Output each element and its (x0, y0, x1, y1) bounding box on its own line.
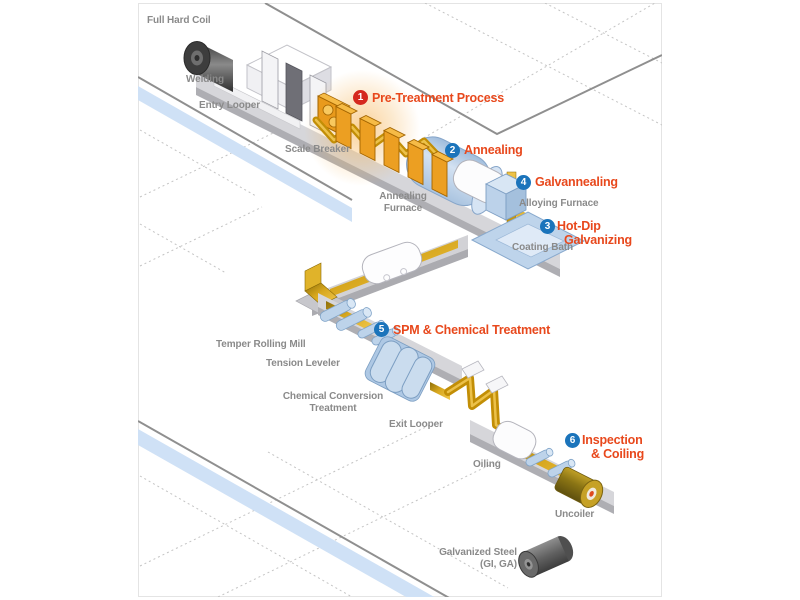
cooling-cover (361, 241, 423, 285)
step5-label: SPM & Chemical Treatment (393, 323, 551, 337)
label-full-hard-coil: Full Hard Coil (147, 15, 211, 26)
step3-line2: Galvanizing (564, 232, 632, 247)
label-chemical-conversion-line2: Treatment (309, 403, 357, 414)
oiling-machine (492, 420, 537, 460)
step1-badge: 1 (353, 90, 368, 105)
label-entry-looper: Entry Looper (199, 100, 261, 111)
scale-breaker-machine (312, 92, 455, 198)
label-galvanized-steel: Galvanized Steel (GI, GA) (425, 547, 517, 571)
spm-machine (364, 336, 436, 402)
label-galvanized-steel-line1: Galvanized Steel (439, 547, 517, 558)
line2-conveyor-b (470, 420, 614, 514)
label-welding: Welding (186, 74, 225, 85)
galvanized-steel-coil (518, 536, 574, 578)
label-alloying-furnace: Alloying Furnace (519, 198, 599, 209)
step3-badge: 3 (540, 219, 555, 234)
label-annealing-furnace: Annealing Furnace (372, 191, 434, 215)
step2-label: Annealing (464, 143, 523, 157)
blue-bands (138, 86, 435, 597)
step2-badge: 2 (445, 143, 460, 158)
step6-line2: & Coiling (591, 446, 645, 461)
step4-badge: 4 (516, 175, 531, 190)
label-annealing-furnace-line1: Annealing (379, 191, 427, 202)
step6-label: Inspection & Coiling (582, 433, 645, 462)
label-exit-looper: Exit Looper (389, 419, 443, 430)
dotted-grid (139, 3, 662, 597)
label-scale-breaker: Scale Breaker (285, 144, 350, 155)
uncoiler-machine (554, 466, 604, 509)
step3-label: Hot-Dip Galvanizing (557, 219, 632, 248)
step1-label: Pre-Treatment Process (372, 91, 504, 105)
label-uncoiler: Uncoiler (555, 509, 595, 520)
strip-spm-exit (430, 382, 450, 400)
step6-badge: 6 (565, 433, 580, 448)
label-chemical-conversion-line1: Chemical Conversion (282, 391, 384, 402)
label-chemical-conversion: Chemical Conversion Treatment (281, 391, 385, 415)
label-galvanized-steel-line2: (GI, GA) (480, 559, 517, 570)
step6-line1: Inspection (582, 433, 643, 447)
platform-edges (138, 3, 662, 597)
label-coating-bath: Coating Bath (512, 242, 574, 253)
full-hard-coil-machine (183, 41, 233, 92)
temper-rolling-mill-machine (319, 298, 372, 331)
label-oiling: Oiling (473, 459, 501, 470)
coating-bath-machine (470, 211, 586, 270)
step3-line1: Hot-Dip (557, 219, 601, 233)
label-tension-leveler: Tension Leveler (266, 358, 340, 369)
label-temper-rolling-mill: Temper Rolling Mill (216, 339, 306, 350)
inspection-roller (525, 447, 554, 467)
step5-badge: 5 (374, 322, 389, 337)
label-annealing-furnace-line2: Furnace (383, 203, 423, 214)
step4-label: Galvannealing (535, 175, 618, 189)
